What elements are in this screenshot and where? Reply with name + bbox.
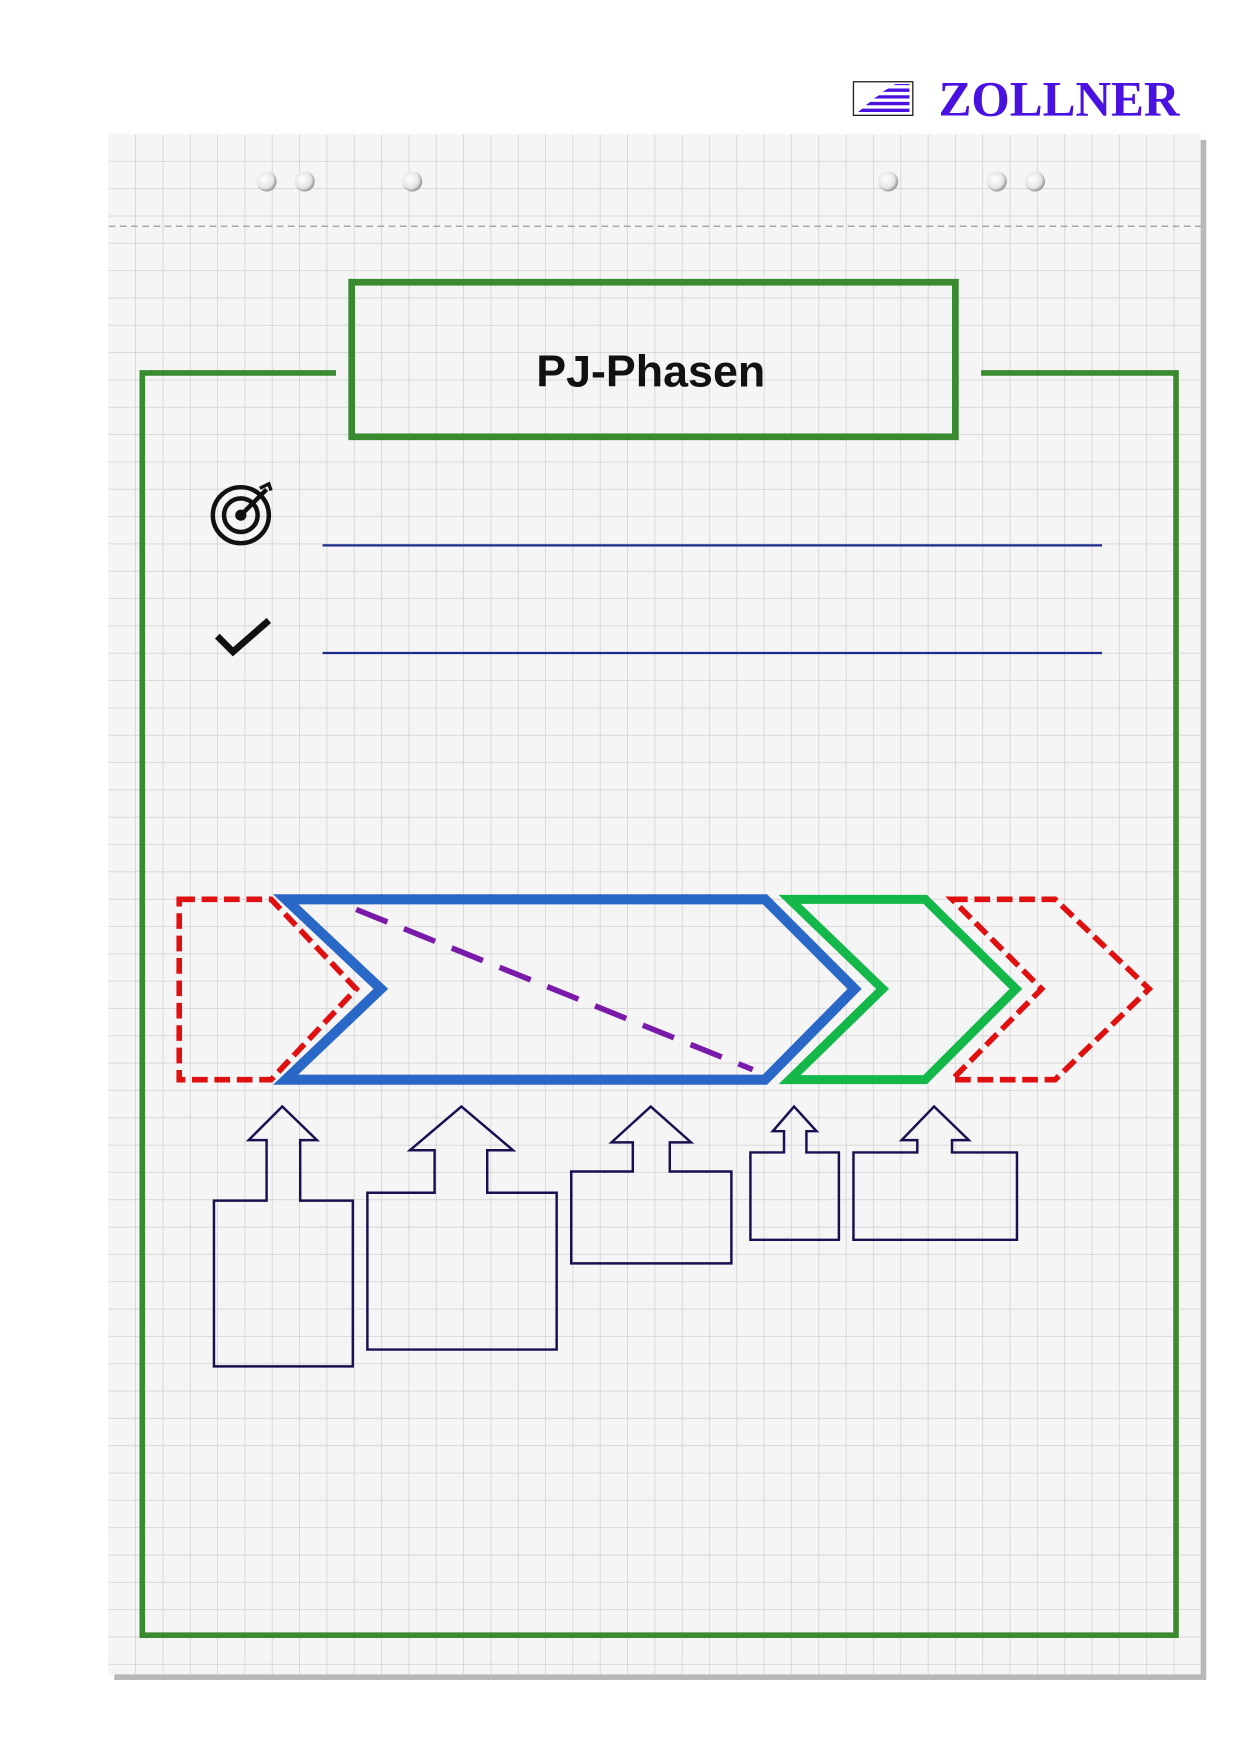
zollner-logo: ZOLLNER xyxy=(852,71,1181,126)
page-title: PJ-Phasen xyxy=(536,346,765,396)
input-box-1[interactable] xyxy=(212,1104,355,1368)
title-box xyxy=(348,278,959,441)
input-box-4[interactable] xyxy=(749,1104,841,1242)
input-box-3[interactable] xyxy=(569,1104,733,1265)
brand-name: ZOLLNER xyxy=(939,71,1181,126)
input-box-5[interactable] xyxy=(852,1104,1019,1242)
target-icon xyxy=(210,481,273,546)
checkmark-icon xyxy=(214,617,272,657)
phase-after xyxy=(945,896,1154,1083)
phase-next xyxy=(778,894,1023,1085)
phase-main xyxy=(272,894,862,1085)
phase-before xyxy=(176,896,361,1083)
green-frame xyxy=(139,370,1179,1638)
input-box-2[interactable] xyxy=(366,1104,558,1351)
diagonal-progress-line xyxy=(355,906,754,1073)
logo-stripes-icon xyxy=(857,83,910,112)
punch-holes xyxy=(256,171,1045,192)
